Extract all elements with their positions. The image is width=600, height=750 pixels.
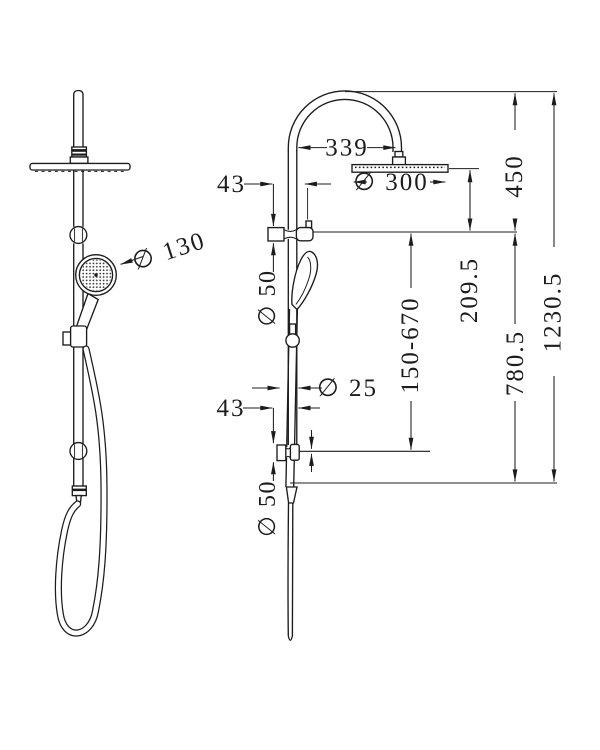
lower-wall-bracket (276, 443, 300, 462)
dim-label-slider-range: 150-670 (397, 296, 424, 393)
hand-shower-front (75, 254, 117, 332)
overhead-shower-side (351, 163, 449, 173)
head-connector-nut (69, 146, 89, 165)
side-view-drawing (267, 90, 449, 641)
riser-pipe-top (73, 89, 84, 147)
hose-side (287, 502, 294, 641)
dim-label-top-offset: 43 (217, 171, 246, 198)
dim-label-head-to-bracket: 209.5 (456, 257, 483, 323)
dim-label-bracket-diameter-top: ∅ 50 (255, 270, 281, 327)
gooseneck-arm (287, 90, 403, 152)
dimension-labels: ∅ 130 339 ∅ 300 43 ∅ 50 ∅ 25 43 ∅ 50 450… (129, 134, 567, 537)
head-connector-side (391, 150, 407, 166)
dim-label-arm-projection: 339 (325, 134, 369, 161)
dim-label-bottom-offset: 43 (217, 395, 246, 422)
holder-knob-side (285, 333, 300, 348)
hand-shower-holder (62, 325, 88, 348)
front-view-drawing (29, 89, 131, 637)
hose-connector-side (285, 486, 298, 504)
lower-bracket-ring (69, 441, 88, 461)
dim-label-bracket-diameter-bottom: ∅ 50 (255, 480, 281, 537)
dim-label-overhead-diameter: ∅ 300 (353, 169, 429, 196)
dim-label-rail-diameter: ∅ 25 (317, 375, 378, 402)
dim-label-bracket-to-bottom: 780.5 (502, 330, 529, 396)
dim-label-arc-height: 450 (501, 154, 528, 198)
dim-label-handshower-diameter: ∅ 130 (129, 227, 209, 276)
upper-bracket-ring (69, 225, 88, 245)
hand-shower-head-side (291, 250, 319, 311)
holder-pin-side (288, 323, 297, 336)
dimension-linework (120, 91, 557, 484)
overhead-shower-front (29, 162, 131, 172)
upper-wall-bracket (267, 220, 314, 242)
dim-label-total-height: 1230.5 (540, 272, 567, 353)
shower-hose (54, 345, 108, 637)
